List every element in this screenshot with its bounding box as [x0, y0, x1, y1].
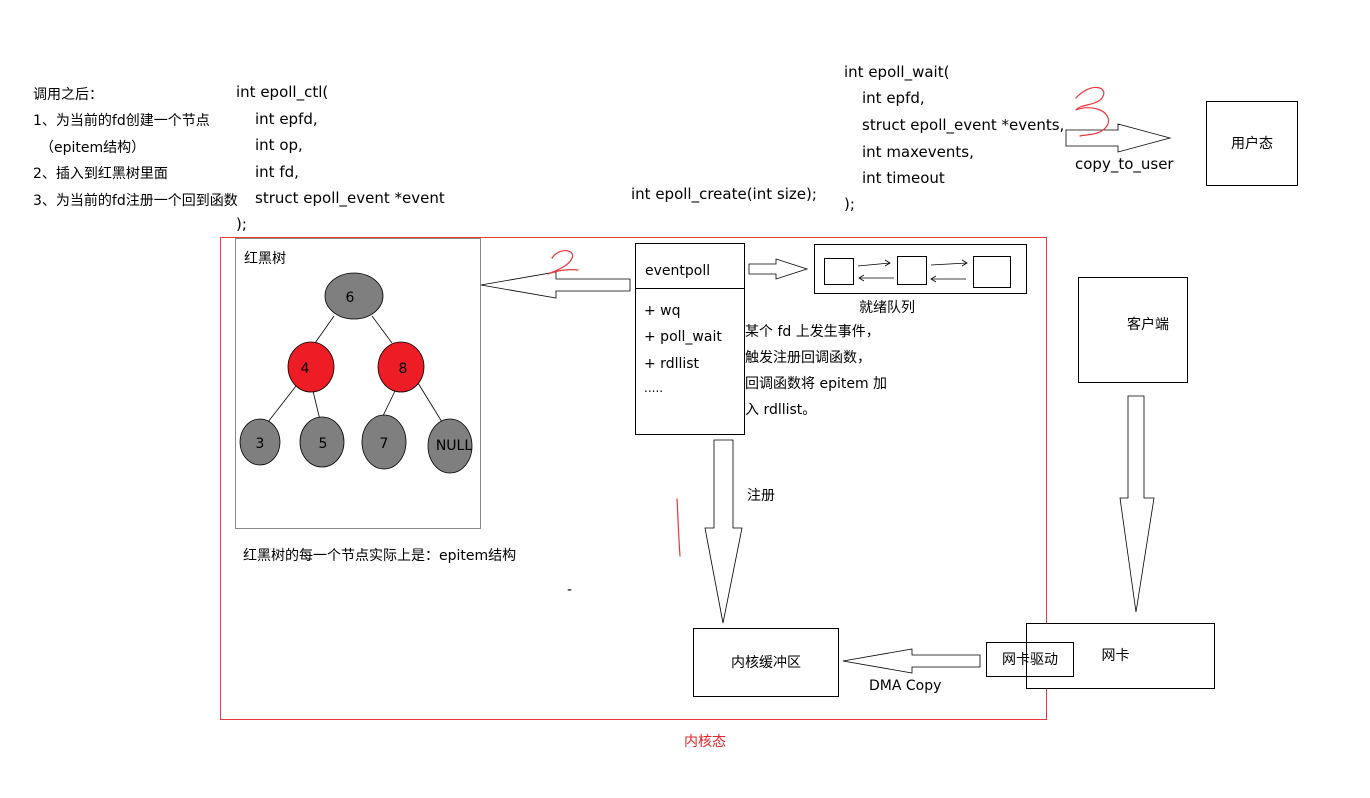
- user-space-label: 用户态: [1231, 135, 1273, 152]
- epoll-ctl-line-5: );: [236, 215, 247, 233]
- tree-node-null: [427, 418, 473, 474]
- epoll-wait-line-1: int epfd,: [862, 89, 925, 107]
- epoll-ctl-line-2: int op,: [255, 136, 303, 154]
- edge-6-8: [371, 315, 393, 344]
- eventpoll-divider: [635, 288, 745, 289]
- eventpoll-field-rdllist: + rdllist: [644, 356, 700, 372]
- event-note-line-1: 触发注册回调函数，: [745, 350, 871, 366]
- rb-tree-caption: 红黑树的每一个节点实际上是：epitem结构: [243, 548, 517, 564]
- annotation-step-1-mark: [676, 498, 681, 557]
- left-note-1: 1、为当前的fd创建一个节点: [33, 113, 210, 129]
- epoll-ctl-line-1: int epfd,: [255, 110, 318, 128]
- left-note-2: 2、插入到红黑树里面: [33, 166, 168, 182]
- epoll-create-signature: int epoll_create(int size);: [631, 185, 817, 203]
- epoll-wait-line-3: int maxevents,: [862, 143, 974, 161]
- tree-node-4: [287, 341, 335, 393]
- left-notes-title: 调用之后：: [33, 87, 103, 103]
- ready-queue-links: [857, 259, 968, 283]
- tree-node-7-label: 7: [380, 436, 389, 452]
- nic-label: 网卡: [1101, 648, 1130, 664]
- tree-node-7: [361, 414, 407, 470]
- eventpoll-field-wq: + wq: [644, 303, 681, 319]
- nic-driver-box: 网卡驱动: [986, 642, 1074, 677]
- rb-tree-nodes: [239, 272, 473, 474]
- nic-driver-label: 网卡驱动: [1002, 651, 1058, 668]
- event-note-line-3: 入 rdllist。: [745, 402, 817, 418]
- tree-node-6-label: 6: [346, 290, 355, 306]
- tree-node-6: [324, 272, 384, 320]
- arrow-dma-copy: [842, 648, 981, 674]
- kernel-space-label: 内核态: [684, 734, 726, 750]
- event-note-line-2: 回调函数将 epitem 加: [745, 376, 888, 392]
- eventpoll-field-poll-wait: + poll_wait: [644, 329, 722, 345]
- event-note-line-0: 某个 fd 上发生事件，: [745, 324, 880, 340]
- arrow-copy-to-user: [1065, 123, 1172, 153]
- edge-8-null: [417, 382, 443, 423]
- epoll-wait-line-2: struct epoll_event *events,: [862, 116, 1065, 134]
- epoll-wait-line-0: int epoll_wait(: [844, 63, 950, 81]
- client-box: 客户端: [1078, 277, 1188, 383]
- tree-node-5-label: 5: [319, 436, 328, 452]
- arrow-eventpoll-to-ready-queue: [748, 258, 809, 280]
- user-space-box: 用户态: [1206, 101, 1298, 186]
- arrow-register-down: [704, 439, 743, 624]
- edge-4-3: [267, 385, 297, 423]
- eventpoll-field-ellipsis: .....: [644, 381, 664, 395]
- register-label: 注册: [747, 488, 775, 504]
- epoll-wait-line-4: int timeout: [862, 169, 945, 187]
- rb-tree-edges: [267, 315, 443, 423]
- client-label: 客户端: [1127, 317, 1169, 333]
- epoll-ctl-line-3: int fd,: [255, 163, 299, 181]
- epoll-ctl-line-0: int epoll_ctl(: [236, 83, 329, 101]
- dma-copy-label: DMA Copy: [869, 678, 942, 694]
- tree-node-3: [239, 418, 281, 466]
- edge-4-5: [312, 390, 321, 421]
- arrow-client-to-nic: [1119, 395, 1155, 613]
- stray-dash-mark: -: [567, 582, 573, 598]
- tree-node-5: [299, 416, 345, 468]
- tree-node-4-label: 4: [301, 361, 310, 377]
- ready-queue-item-1: [824, 258, 854, 285]
- kernel-buffer-box: 内核缓冲区: [693, 628, 839, 697]
- copy-to-user-label: copy_to_user: [1075, 155, 1174, 173]
- arrow-eventpoll-to-rbtree: [480, 271, 631, 299]
- ready-queue-item-2: [897, 256, 927, 285]
- epoll-ctl-line-4: struct epoll_event *event: [255, 189, 445, 207]
- left-note-3: 3、为当前的fd注册一个回到函数: [33, 193, 238, 209]
- ready-queue-label: 就绪队列: [859, 300, 915, 316]
- nic-box: 网卡: [1026, 623, 1215, 689]
- tree-node-3-label: 3: [256, 436, 265, 452]
- tree-node-8-label: 8: [399, 361, 408, 377]
- ready-queue-item-3: [973, 256, 1011, 288]
- kernel-space-region: [220, 237, 1047, 720]
- edge-6-4: [314, 315, 335, 344]
- rb-tree-title: 红黑树: [244, 251, 286, 267]
- tree-node-8: [377, 341, 425, 393]
- epoll-wait-line-5: );: [844, 195, 855, 213]
- annotation-step-2-mark: [547, 250, 579, 275]
- eventpoll-title: eventpoll: [645, 263, 711, 279]
- kernel-buffer-label: 内核缓冲区: [731, 654, 801, 671]
- tree-node-null-label: NULL: [436, 438, 473, 454]
- annotation-step-3-mark: [1075, 86, 1109, 137]
- eventpoll-box: [635, 243, 745, 435]
- left-note-1b: （epitem结构）: [40, 140, 146, 156]
